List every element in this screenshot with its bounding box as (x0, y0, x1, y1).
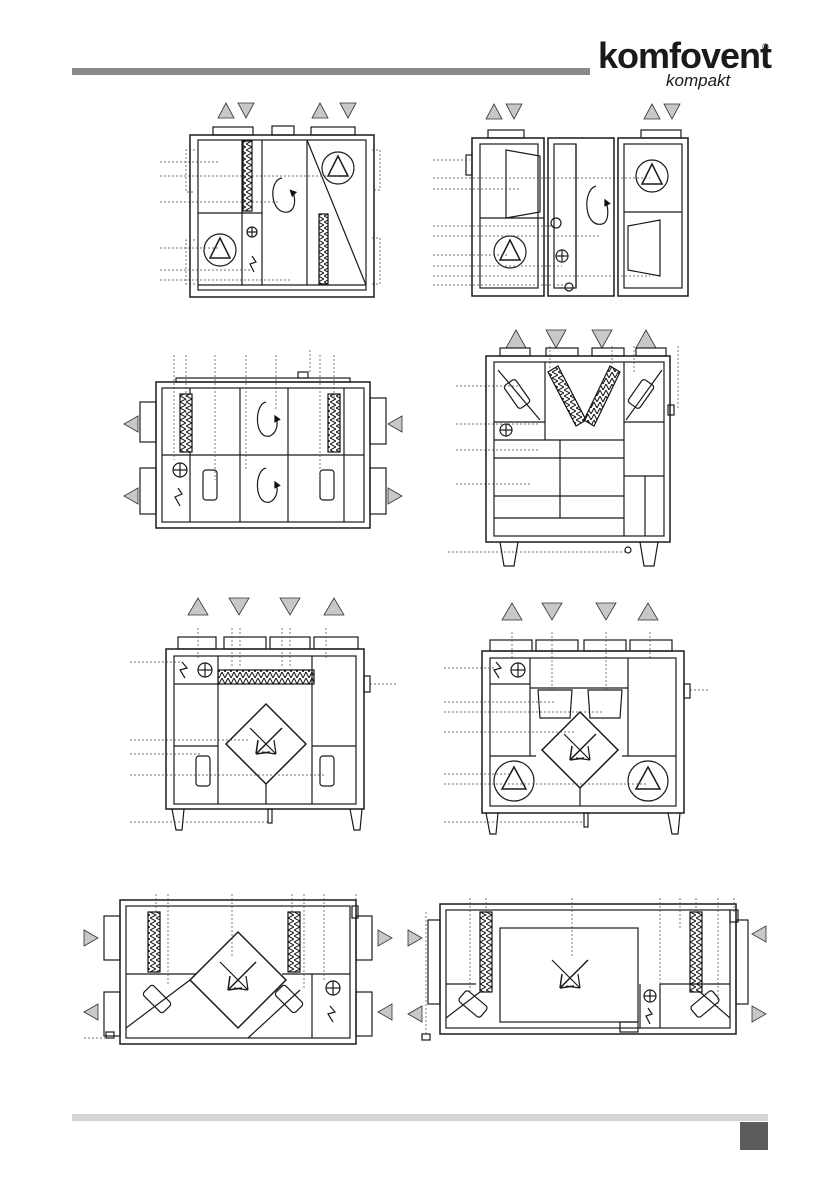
diagram-vertical-crossflow-fans (130, 598, 396, 830)
airflow-arrows-top (218, 103, 356, 118)
diagram-vertical-crossflow-round (444, 603, 710, 834)
diagram-vertical-plate-front (160, 103, 380, 297)
page-number-box (740, 1122, 768, 1150)
diagram-horizontal-counterflow (124, 350, 402, 528)
diagram-vertical-plate-side (433, 104, 688, 296)
diagram-horizontal-crossflow (84, 894, 392, 1044)
footer-bar (72, 1114, 768, 1121)
diagram-vertical-counterflow-v (448, 330, 678, 566)
diagram-horizontal-rotary (408, 898, 766, 1040)
